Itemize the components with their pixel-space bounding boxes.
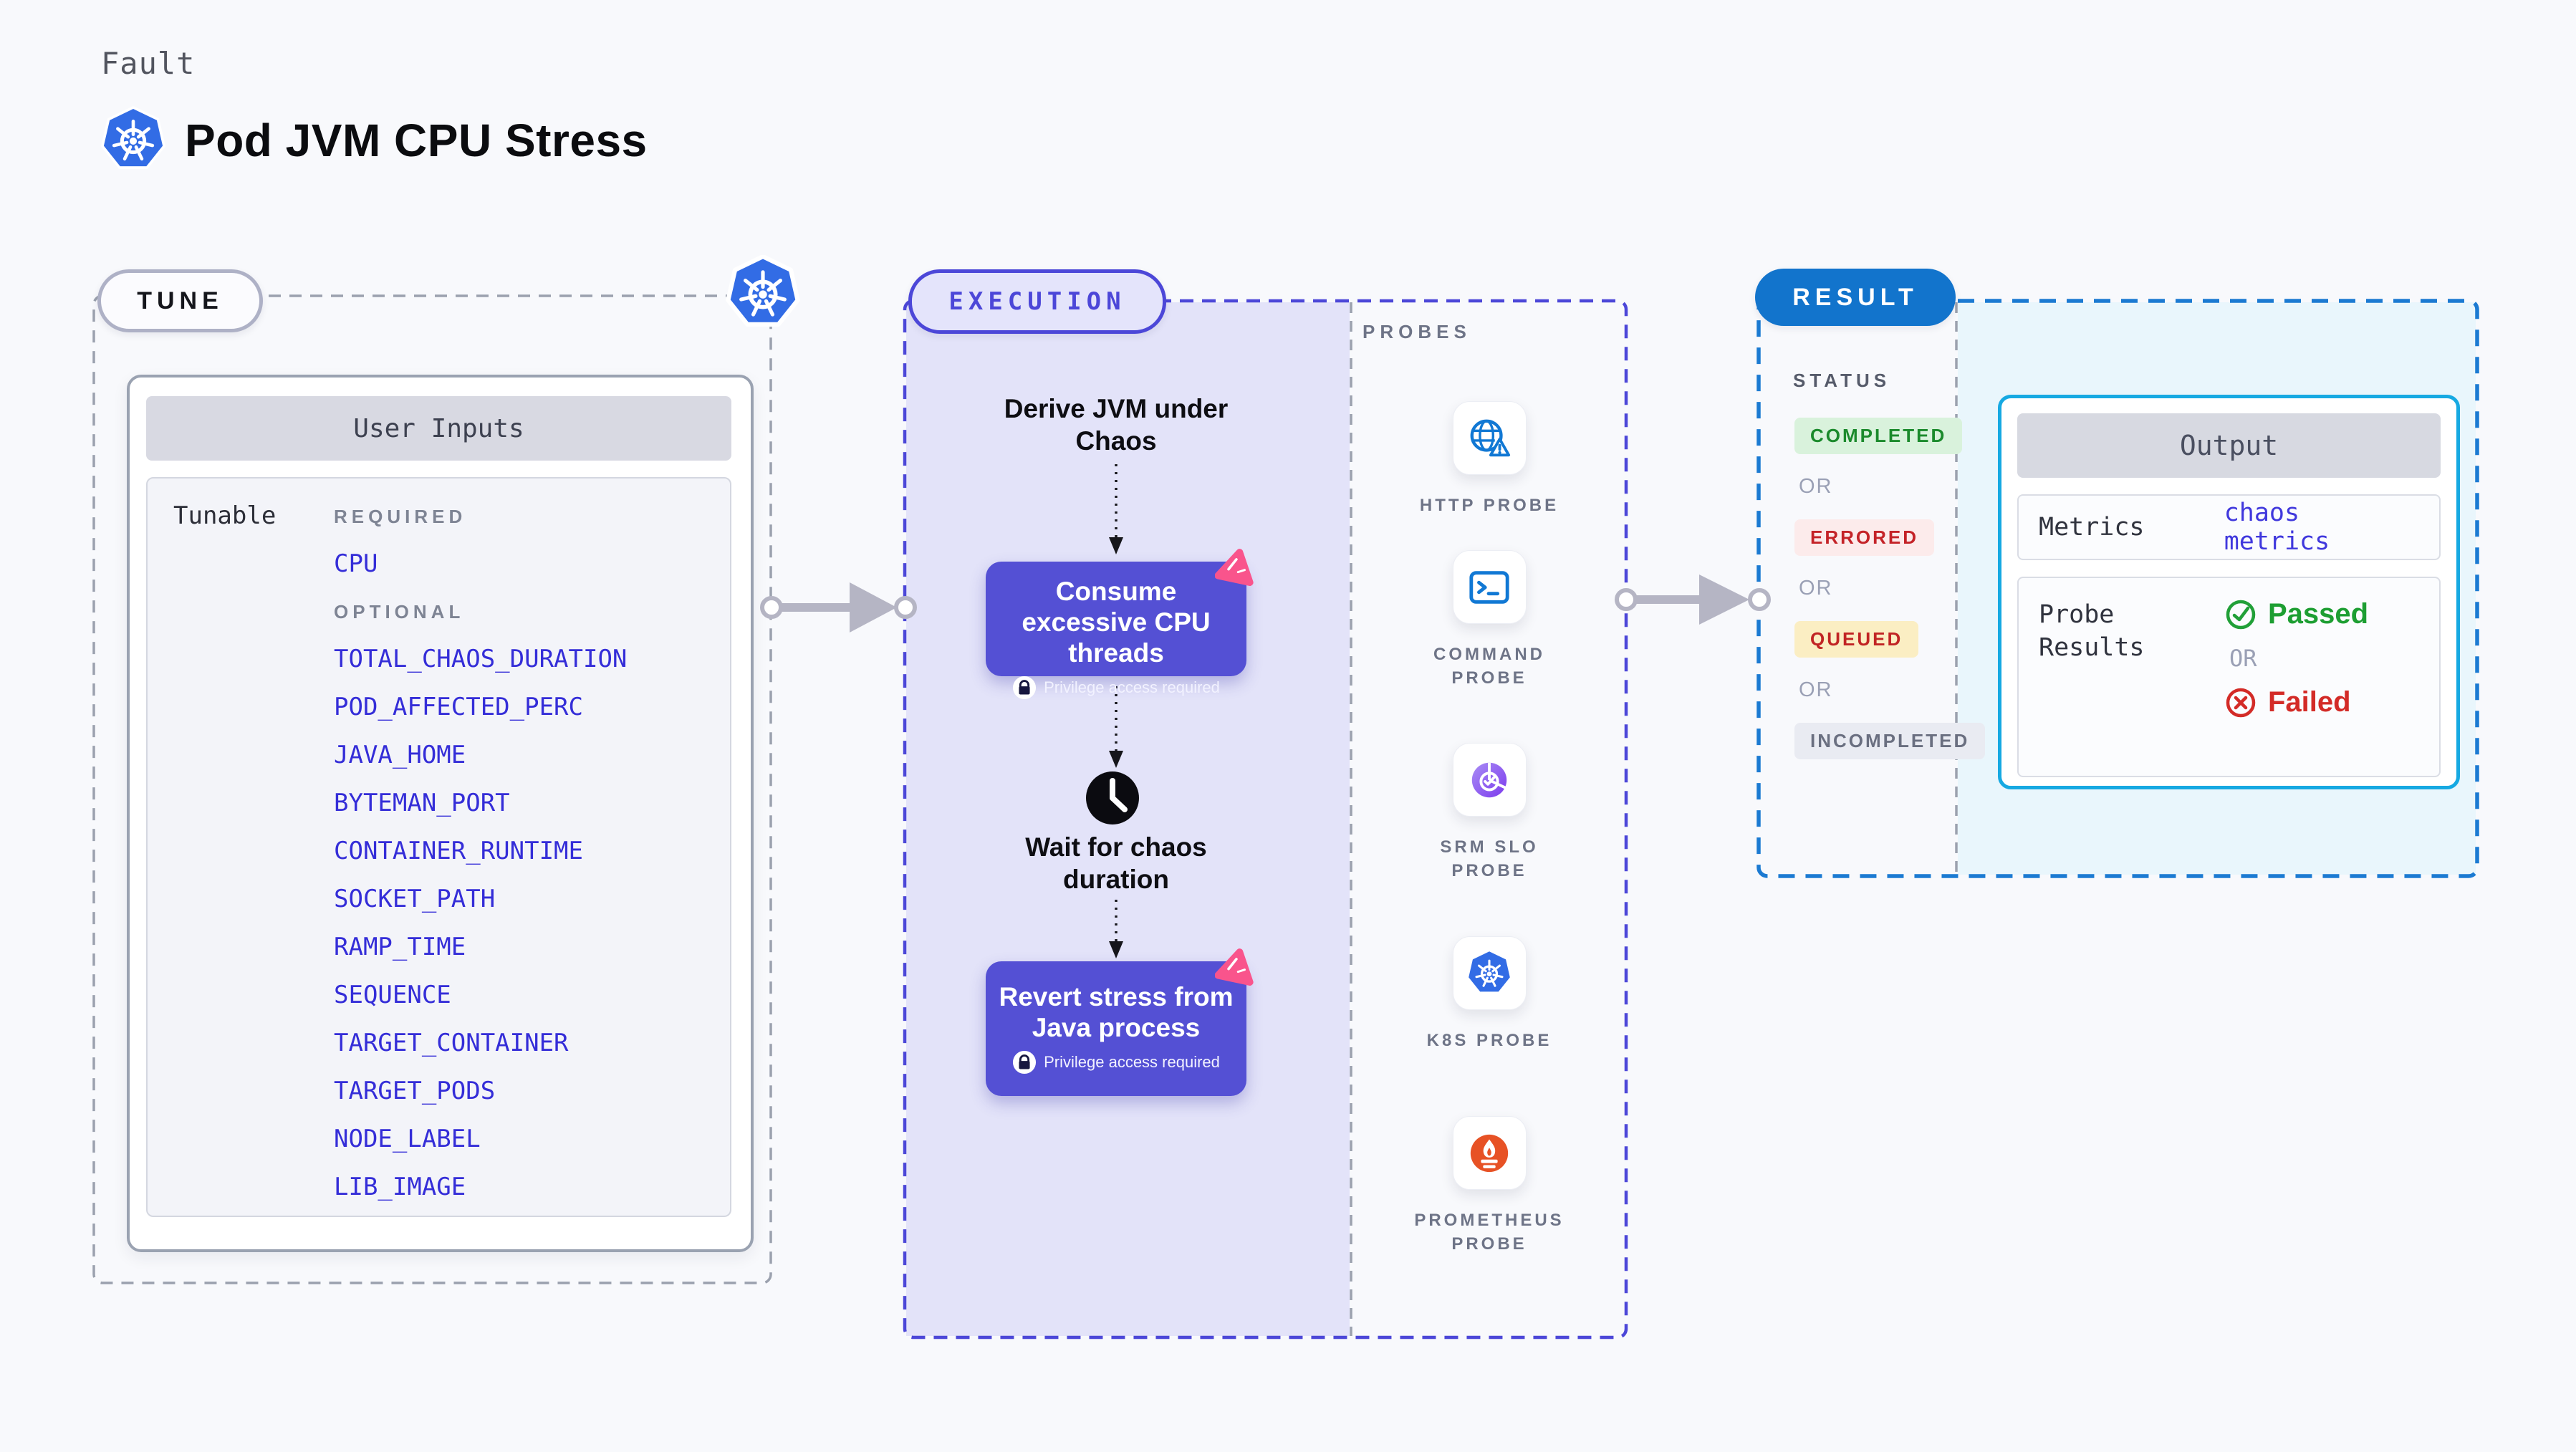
check-circle-icon	[2226, 600, 2256, 629]
status-badge-queued: QUEUED	[1794, 621, 1919, 658]
user-inputs-title: User Inputs	[146, 396, 731, 461]
status-badge-completed: COMPLETED	[1794, 418, 1963, 454]
page-header: Pod JVM CPU Stress	[100, 106, 648, 175]
probe-results-row: Probe Results Passed OR	[2017, 577, 2441, 777]
tunable-link[interactable]: CONTAINER_RUNTIME	[334, 837, 583, 865]
lock-icon	[1013, 675, 1037, 700]
probe-card	[1452, 401, 1527, 475]
kubernetes-icon	[1469, 951, 1510, 991]
probe-command: COMMAND PROBE	[1407, 550, 1572, 690]
terminal-icon	[1469, 570, 1509, 604]
probe-prometheus: PROMETHEUS PROBE	[1407, 1116, 1572, 1256]
tunable-link[interactable]: TARGET_PODS	[334, 1077, 496, 1105]
kubernetes-icon	[726, 255, 800, 327]
or-separator: OR	[1799, 475, 1833, 498]
metrics-label: Metrics	[2039, 513, 2145, 542]
lock-icon	[1013, 1050, 1037, 1074]
optional-section-label: OPTIONAL	[334, 601, 465, 622]
consume-cpu-label: Consume excessive CPU threads	[1022, 577, 1211, 668]
revert-stress-step: Revert stress from Java process Privileg…	[986, 948, 1254, 1096]
kubernetes-icon	[101, 106, 165, 169]
prometheus-flame-icon	[1470, 1134, 1509, 1172]
probe-card	[1452, 936, 1527, 1010]
globe-alert-icon	[1470, 419, 1511, 456]
metrics-row: Metrics chaos metrics	[2017, 494, 2441, 560]
probe-card	[1452, 550, 1527, 624]
user-inputs-card: User Inputs Tunable REQUIRED CPU OPTIONA…	[127, 375, 754, 1252]
probe-card	[1452, 743, 1527, 817]
x-circle-icon	[2226, 688, 2256, 717]
execution-badge: EXECUTION	[908, 269, 1166, 334]
probe-http: HTTP PROBE	[1407, 401, 1572, 517]
tunable-link[interactable]: NODE_LABEL	[334, 1125, 481, 1153]
tunable-link[interactable]: RAMP_TIME	[334, 933, 466, 961]
page-title: Pod JVM CPU Stress	[185, 115, 648, 166]
or-separator: OR	[2229, 645, 2257, 672]
tunable-link[interactable]: JAVA_HOME	[334, 741, 466, 769]
tunable-link[interactable]: SOCKET_PATH	[334, 885, 496, 913]
privilege-note: Privilege access required	[1044, 1053, 1220, 1071]
privilege-note: Privilege access required	[1044, 678, 1220, 696]
tunable-link[interactable]: LIB_IMAGE	[334, 1173, 466, 1201]
step-wait-duration: Wait for chaos duration	[1025, 832, 1207, 894]
probe-k8s: K8S PROBE	[1407, 936, 1572, 1052]
probe-results-label: Probe Results	[2039, 600, 2145, 662]
failed-label: Failed	[2268, 686, 2351, 718]
tune-badge: TUNE	[97, 269, 263, 332]
tunable-link[interactable]: CPU	[334, 549, 378, 578]
consume-cpu-step: Consume excessive CPU threads Privilege …	[986, 549, 1254, 700]
revert-stress-label: Revert stress from Java process	[999, 982, 1234, 1042]
probe-passed-line: Passed	[2225, 598, 2368, 630]
step-derive-jvm: Derive JVM under Chaos	[1004, 394, 1229, 456]
status-badge-errored: ERRORED	[1794, 519, 1935, 556]
chaos-metrics-link[interactable]: chaos metrics	[2224, 499, 2330, 556]
tunables-list: Tunable REQUIRED CPU OPTIONAL TOTAL_CHAO…	[146, 477, 731, 1217]
probe-srm-slo: SRM SLO PROBE	[1407, 743, 1572, 883]
status-section-label: STATUS	[1793, 370, 1891, 391]
probes-section-label: PROBES	[1363, 321, 1471, 342]
output-card: Output Metrics chaos metrics Probe Resul…	[1998, 395, 2460, 789]
passed-label: Passed	[2268, 598, 2369, 630]
status-badge-incompleted: INCOMPLETED	[1794, 723, 1986, 759]
tunable-link[interactable]: POD_AFFECTED_PERC	[334, 693, 583, 721]
fault-kicker: Fault	[101, 46, 196, 81]
tunable-link[interactable]: TOTAL_CHAOS_DURATION	[334, 645, 628, 673]
or-separator: OR	[1799, 577, 1833, 600]
or-separator: OR	[1799, 678, 1833, 701]
slo-gauge-icon	[1471, 762, 1507, 797]
probe-card	[1452, 1116, 1527, 1190]
probe-failed-line: Failed	[2225, 686, 2368, 718]
tunable-link[interactable]: SEQUENCE	[334, 981, 451, 1009]
tunable-row-label: Tunable	[173, 501, 277, 530]
chaos-badge-icon	[1215, 549, 1254, 586]
required-section-label: REQUIRED	[334, 506, 467, 527]
tunable-link[interactable]: BYTEMAN_PORT	[334, 789, 510, 817]
output-title: Output	[2017, 413, 2441, 478]
status-list: COMPLETED OR ERRORED OR QUEUED OR INCOMP…	[1794, 418, 1986, 759]
result-badge: RESULT	[1755, 269, 1956, 326]
tunable-link[interactable]: TARGET_CONTAINER	[334, 1029, 569, 1057]
chaos-badge-icon	[1215, 948, 1254, 986]
